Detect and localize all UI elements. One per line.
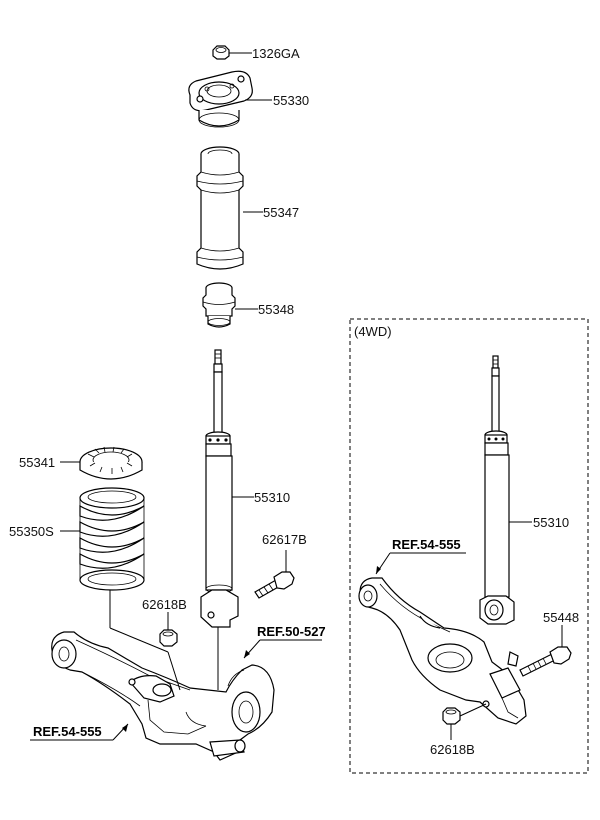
ref-arm: REF.54-555: [33, 724, 102, 739]
lower-arm-assembly: [51, 631, 275, 761]
shock-absorber-55310: [200, 349, 254, 628]
coil-spring-55350s: [60, 487, 145, 591]
inset-ref-arm: REF.54-555: [392, 537, 461, 552]
label-coil-spring: 55350S: [9, 524, 54, 539]
inset-bolt-55448: [519, 625, 572, 677]
label-bump-stop: 55348: [258, 302, 294, 317]
label-nut-lower: 62618B: [142, 597, 187, 612]
inset-4wd-frame: [349, 318, 589, 774]
inset-shock-absorber: [479, 355, 532, 625]
bump-stop-55348: [202, 282, 258, 328]
mount-plate-55330: [188, 70, 272, 128]
inset-nut-62618b: [442, 703, 487, 740]
inset-label-nut: 62618B: [430, 742, 475, 757]
nut-62618b: [159, 612, 178, 647]
dust-boot-55347: [196, 146, 263, 270]
label-mount-plate: 55330: [273, 93, 309, 108]
inset-title: (4WD): [354, 324, 392, 339]
bolt-62617b: [254, 550, 295, 599]
nut-1326ga: [212, 45, 252, 60]
ref-knuckle: REF.50-527: [257, 624, 326, 639]
label-shock-absorber: 55310: [254, 490, 290, 505]
inset-label-shock: 55310: [533, 515, 569, 530]
label-nut-top: 1326GA: [252, 46, 300, 61]
label-dust-boot: 55347: [263, 205, 299, 220]
inset-lower-arm: [358, 577, 527, 725]
label-spring-pad: 55341: [19, 455, 55, 470]
spring-pad-55341: [60, 446, 143, 480]
inset-label-bolt: 55448: [543, 610, 579, 625]
label-bolt: 62617B: [262, 532, 307, 547]
